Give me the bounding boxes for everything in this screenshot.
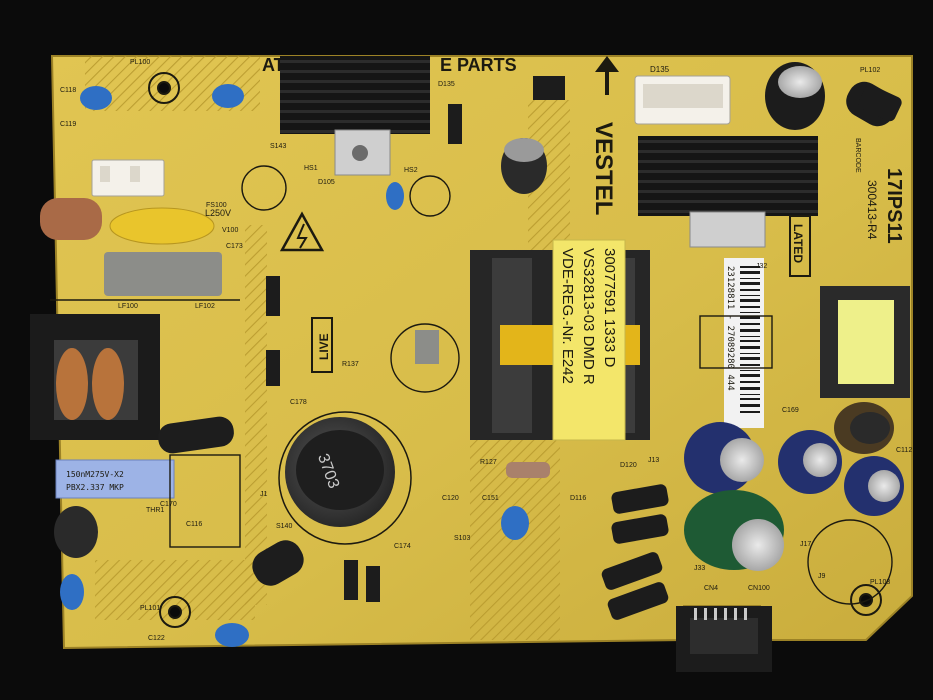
heatsink-right: [638, 136, 818, 216]
svg-text:PL100: PL100: [130, 59, 150, 66]
transformer-label: 30077591 1333 D VS32813-03 DMD R VDE-REG…: [552, 239, 626, 441]
x-cap-text-2: PBX2.337 MKP: [66, 483, 124, 492]
svg-text:C116: C116: [186, 521, 202, 528]
svg-text:C120: C120: [442, 495, 459, 502]
blue-electrolytic-capacitors: [684, 422, 904, 516]
cap-top: [850, 412, 890, 444]
svg-text:V100: V100: [222, 227, 238, 234]
svg-text:D105: D105: [318, 179, 335, 186]
isolated-badge: LATED: [789, 215, 811, 277]
arrow-up-icon: [595, 56, 619, 95]
live-badge: LIVE: [311, 317, 333, 373]
svg-text:D116: D116: [570, 495, 586, 502]
diodes: [266, 84, 902, 620]
brown-capacitor: [40, 198, 102, 240]
svg-text:FS100: FS100: [206, 202, 227, 209]
x2-capacitor: 150nM275V-X2 PBX2.337 MKP: [55, 459, 175, 499]
svg-text:J32: J32: [756, 263, 767, 270]
svg-text:C151: C151: [482, 495, 499, 502]
model-text: 17IPS11: [883, 168, 905, 244]
high-voltage-warning-icon: [279, 211, 325, 252]
connector-small-white: [91, 159, 165, 197]
svg-text:CN100: CN100: [748, 585, 770, 592]
small-black-caps: [158, 138, 547, 586]
x-cap-text-1: 150nM275V-X2: [66, 470, 124, 479]
yellow-varistor: [109, 207, 215, 245]
svg-text:R137: R137: [342, 361, 359, 368]
svg-text:PL101: PL101: [140, 605, 160, 612]
svg-text:D135: D135: [650, 65, 670, 74]
svg-text:J13: J13: [648, 457, 659, 464]
small-transformer: [820, 286, 910, 398]
svg-text:D120: D120: [620, 462, 637, 469]
voltage-rating-text: L250V: [205, 208, 231, 218]
svg-text:VS32813-03 DMD R: VS32813-03 DMD R: [580, 248, 597, 385]
svg-text:C112: C112: [896, 447, 912, 454]
svg-text:VDE-REG.-Nr. E242: VDE-REG.-Nr. E242: [559, 248, 576, 384]
svg-text:C169: C169: [782, 407, 799, 414]
svg-text:30077591 1333 D: 30077591 1333 D: [601, 248, 618, 367]
svg-text:D135: D135: [438, 81, 455, 88]
svg-text:J1: J1: [260, 491, 268, 498]
svg-text:J9: J9: [818, 573, 826, 580]
pin-header-cn4: [676, 606, 772, 672]
mounting-holes: [148, 72, 882, 628]
screw-icon: [352, 145, 368, 161]
blue-capacitors: [60, 84, 529, 647]
part-number-text: 300413-R4: [865, 180, 879, 240]
svg-text:S103: S103: [454, 535, 470, 542]
svg-text:HS1: HS1: [304, 165, 318, 172]
svg-text:C170: C170: [160, 501, 177, 508]
svg-text:PL103: PL103: [870, 579, 890, 586]
resistor: [506, 462, 550, 478]
svg-text:C173: C173: [226, 243, 243, 250]
svg-text:PL102: PL102: [860, 67, 880, 74]
reference-designators: PL100 C118 C119 D135 PL102 S143 HS1 HS2 …: [60, 59, 912, 642]
svg-text:LF100: LF100: [118, 303, 138, 310]
svg-text:23128811 - 27089280 444: 23128811 - 27089280 444: [725, 266, 735, 391]
barcode-label-text: BARCODE: [854, 138, 861, 173]
gray-x-capacitor: [104, 252, 222, 296]
svg-text:HS2: HS2: [404, 167, 418, 174]
ic-top: [533, 76, 565, 100]
silkscreen-outlines: [50, 165, 893, 605]
svg-text:J17: J17: [800, 541, 811, 548]
thermistor: [54, 506, 98, 558]
svg-text:THR1: THR1: [146, 507, 164, 514]
transistor-tab-right: [689, 211, 766, 248]
big-electrolytic-capacitor: 3703: [278, 411, 412, 545]
svg-text:LF102: LF102: [195, 303, 215, 310]
svg-text:CN4: CN4: [704, 585, 718, 592]
header-right-text: E PARTS: [440, 55, 517, 75]
svg-text:C178: C178: [290, 399, 307, 406]
header-left-text: AT: [262, 55, 285, 75]
heatsink-top-left: [280, 56, 430, 134]
svg-text:C119: C119: [60, 121, 76, 128]
barcode-label: 23128811 - 27089280 444: [724, 258, 764, 428]
common-mode-choke: [30, 314, 160, 440]
svg-text:LATED: LATED: [791, 224, 805, 263]
svg-text:S143: S143: [270, 143, 286, 150]
svg-text:C174: C174: [394, 543, 411, 550]
svg-text:C122: C122: [148, 635, 165, 642]
svg-text:S140: S140: [276, 523, 292, 530]
brand-text: VESTEL: [590, 122, 617, 215]
svg-text:LIVE: LIVE: [317, 333, 331, 360]
green-electrolytic-capacitor: [684, 490, 784, 571]
svg-text:C118: C118: [60, 87, 76, 94]
gray-component: [415, 330, 439, 364]
svg-text:J33: J33: [694, 565, 705, 572]
connector-cn101: D135: [634, 65, 731, 125]
svg-text:R127: R127: [480, 459, 497, 466]
